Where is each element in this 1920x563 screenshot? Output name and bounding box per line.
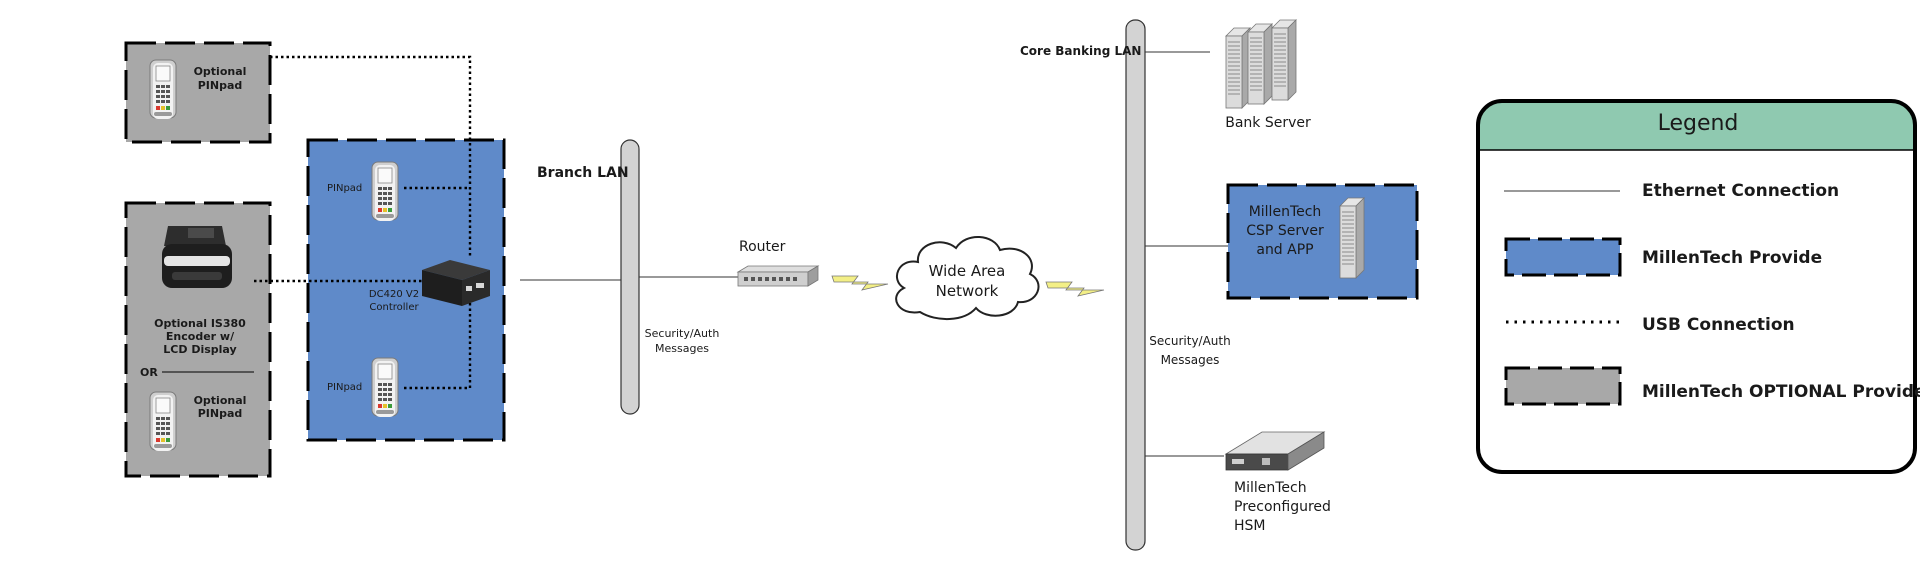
- pinpad-icon: [149, 59, 177, 120]
- csp-server-box: [1226, 183, 1419, 300]
- controller-label-1: DC420 V2: [369, 289, 419, 300]
- pinpad-upper-label: PINpad: [327, 183, 362, 194]
- optional-pinpad-top-box: [124, 41, 272, 144]
- wan-link-left: [831, 275, 889, 291]
- csp-server-label-3: and APP: [1256, 242, 1313, 258]
- encoder-label-2: Encoder w/: [166, 330, 235, 343]
- pinpad-lower-label: PINpad: [327, 382, 362, 393]
- legend-item-label: MillenTech OPTIONAL Provide: [1642, 382, 1920, 402]
- legend: Legend Ethernet Connection MillenTech Pr…: [1476, 99, 1920, 474]
- controller-icon: [422, 260, 490, 306]
- bank-server-icon: [1225, 19, 1297, 109]
- core-lan-label: Core Banking LAN: [1020, 44, 1141, 58]
- optional-pinpad-top-label-1: Optional: [194, 65, 247, 78]
- csp-server-label-2: CSP Server: [1246, 223, 1324, 239]
- wan-cloud-icon: [895, 235, 1040, 321]
- wan-label-1: Wide Area: [929, 262, 1006, 280]
- legend-item-label: MillenTech Provide: [1642, 248, 1822, 268]
- hsm-label-3: HSM: [1234, 518, 1266, 534]
- legend-item-label: Ethernet Connection: [1642, 181, 1839, 201]
- encoder-label-1: Optional IS380: [154, 317, 246, 330]
- legend-optional-swatch: [1504, 366, 1622, 406]
- legend-provide-swatch: [1504, 237, 1622, 277]
- branch-messages-label-2: Messages: [655, 342, 709, 355]
- branch-lan-bar: [620, 139, 640, 415]
- optional-pinpad-bottom-label-2: PINpad: [198, 407, 243, 420]
- optional-pinpad-top-label-2: PINpad: [198, 79, 243, 92]
- branch-lan-label: Branch LAN: [537, 165, 629, 181]
- hsm-icon: [1224, 431, 1326, 471]
- legend-frame: [1476, 99, 1917, 474]
- csp-server-label-1: MillenTech: [1249, 204, 1322, 220]
- core-messages-label-2: Messages: [1161, 353, 1220, 367]
- csp-server-icon: [1339, 197, 1365, 279]
- usb-links: [254, 55, 472, 390]
- legend-item-label: USB Connection: [1642, 315, 1795, 335]
- legend-header: [1478, 101, 1915, 150]
- pinpad-icon: [371, 357, 399, 418]
- pinpad-icon: [371, 161, 399, 222]
- legend-title: Legend: [1658, 111, 1739, 136]
- wan-label-2: Network: [936, 282, 999, 300]
- router-icon: [736, 265, 820, 287]
- usb-link: [270, 55, 472, 258]
- controller-label-2: Controller: [369, 302, 419, 313]
- pinpad-icon: [149, 391, 177, 452]
- core-lan-bar: [1125, 19, 1146, 551]
- hsm-label-1: MillenTech: [1234, 480, 1307, 496]
- hsm-label-2: Preconfigured: [1234, 499, 1331, 515]
- branch-messages-label-1: Security/Auth: [645, 327, 720, 340]
- encoder-icon: [162, 226, 232, 288]
- core-messages-label-1: Security/Auth: [1149, 334, 1230, 348]
- encoder-label-3: LCD Display: [163, 343, 236, 356]
- optional-pinpad-bottom-label-1: Optional: [194, 394, 247, 407]
- or-label: OR: [140, 366, 158, 379]
- wan-link-right: [1045, 281, 1105, 297]
- router-label: Router: [739, 239, 786, 255]
- bank-server-label: Bank Server: [1225, 115, 1311, 131]
- usb-link: [404, 300, 472, 390]
